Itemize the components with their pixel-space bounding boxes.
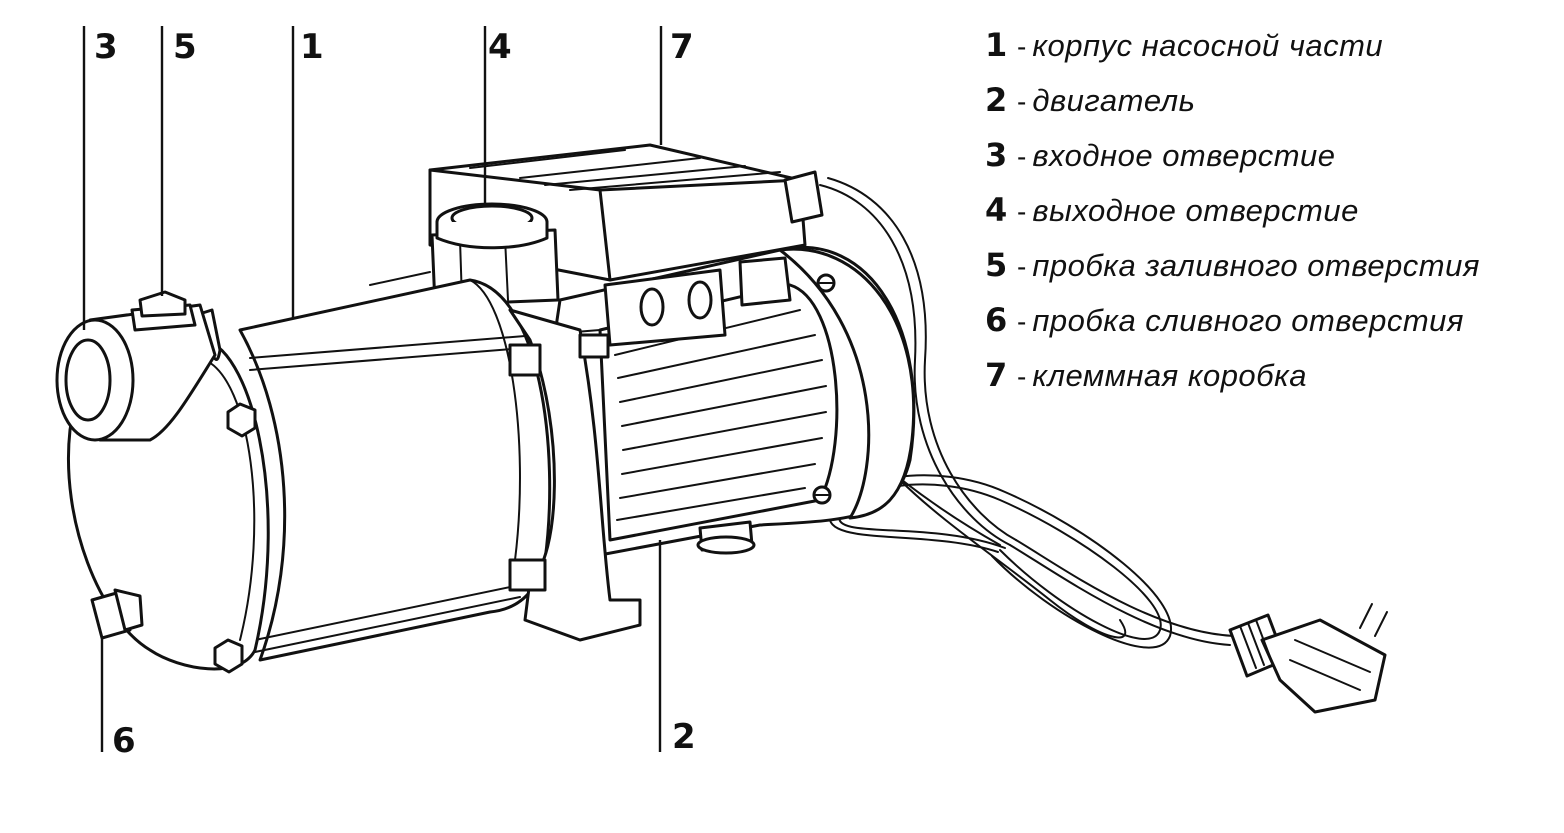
legend-number: 4 — [985, 191, 1008, 229]
legend-number: 6 — [985, 301, 1008, 339]
legend-item: 2 - двигатель — [985, 81, 1480, 136]
legend-number: 3 — [985, 136, 1008, 174]
legend-item: 1 - корпус насосной части — [985, 26, 1480, 81]
legend-separator: - — [1017, 141, 1027, 172]
callout-number-5: 5 — [173, 27, 197, 67]
drain-plug — [90, 588, 144, 640]
callout-number-3: 3 — [94, 27, 118, 67]
callout-numbers: 3 5 1 4 7 6 2 — [94, 27, 696, 761]
legend-separator: - — [1017, 361, 1027, 392]
bolts — [213, 402, 257, 674]
legend-text: пробка сливного отверстия — [1032, 303, 1464, 338]
callout-number-2: 2 — [672, 717, 696, 757]
legend-number: 5 — [985, 246, 1008, 284]
legend-item: 7 - клеммная коробка — [985, 356, 1480, 411]
legend-text: клеммная коробка — [1032, 358, 1307, 393]
legend-text: пробка заливного отверстия — [1032, 248, 1480, 283]
legend-separator: - — [1017, 196, 1027, 227]
callout-number-4: 4 — [488, 27, 512, 67]
legend-text: входное отверстие — [1032, 138, 1336, 173]
mounting-bracket — [508, 308, 642, 642]
legend-separator: - — [1017, 251, 1027, 282]
legend-number: 2 — [985, 81, 1008, 119]
power-cord — [819, 177, 1235, 649]
legend-text: выходное отверстие — [1032, 193, 1359, 228]
legend-text: корпус насосной части — [1032, 28, 1384, 63]
legend-number: 7 — [985, 356, 1008, 394]
callout-number-6: 6 — [112, 721, 136, 761]
legend-item: 3 - входное отверстие — [985, 136, 1480, 191]
legend: 1 - корпус насосной части 2 - двигатель … — [985, 26, 1480, 411]
legend-separator: - — [1017, 31, 1027, 62]
legend-text: двигатель — [1032, 83, 1196, 118]
callout-lines — [82, 26, 663, 752]
legend-separator: - — [1017, 306, 1027, 337]
legend-item: 4 - выходное отверстие — [985, 191, 1480, 246]
legend-number: 1 — [985, 26, 1008, 64]
legend-item: 5 - пробка заливного отверстия — [985, 246, 1480, 301]
callout-number-7: 7 — [670, 27, 694, 67]
callout-number-1: 1 — [300, 27, 324, 67]
inlet-port — [55, 303, 217, 442]
plug-icon — [1228, 603, 1388, 714]
motor — [550, 246, 916, 557]
priming-plug — [130, 290, 197, 332]
legend-separator: - — [1017, 86, 1027, 117]
legend-item: 6 - пробка сливного отверстия — [985, 301, 1480, 356]
